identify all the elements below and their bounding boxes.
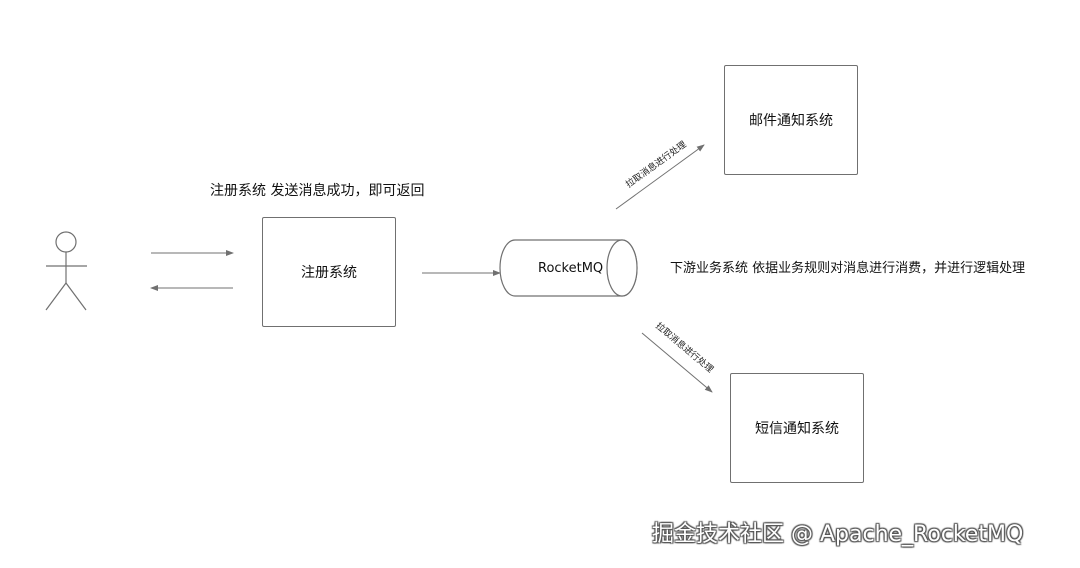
register-system-label: 注册系统 bbox=[301, 265, 357, 281]
rocketmq-label: RocketMQ bbox=[538, 261, 604, 276]
watermark-text: 掘金技术社区 @ Apache_RocketMQ bbox=[652, 522, 1024, 547]
email-system-label: 邮件通知系统 bbox=[749, 113, 833, 129]
register-system-box: 注册系统 bbox=[262, 217, 396, 327]
rocketmq-cylinder-shape bbox=[499, 239, 638, 297]
sms-system-box: 短信通知系统 bbox=[730, 373, 864, 483]
downstream-annotation: 下游业务系统 依据业务规则对消息进行消费，并进行逻辑处理 bbox=[670, 261, 1026, 276]
arrow-rocketmq-to-email bbox=[615, 144, 705, 210]
email-system-box: 邮件通知系统 bbox=[724, 65, 858, 175]
register-success-annotation: 注册系统 发送消息成功，即可返回 bbox=[210, 183, 425, 199]
sms-system-label: 短信通知系统 bbox=[755, 421, 839, 437]
arrow-rocketmq-to-sms bbox=[641, 332, 713, 393]
stick-figure-user-icon bbox=[45, 231, 87, 311]
